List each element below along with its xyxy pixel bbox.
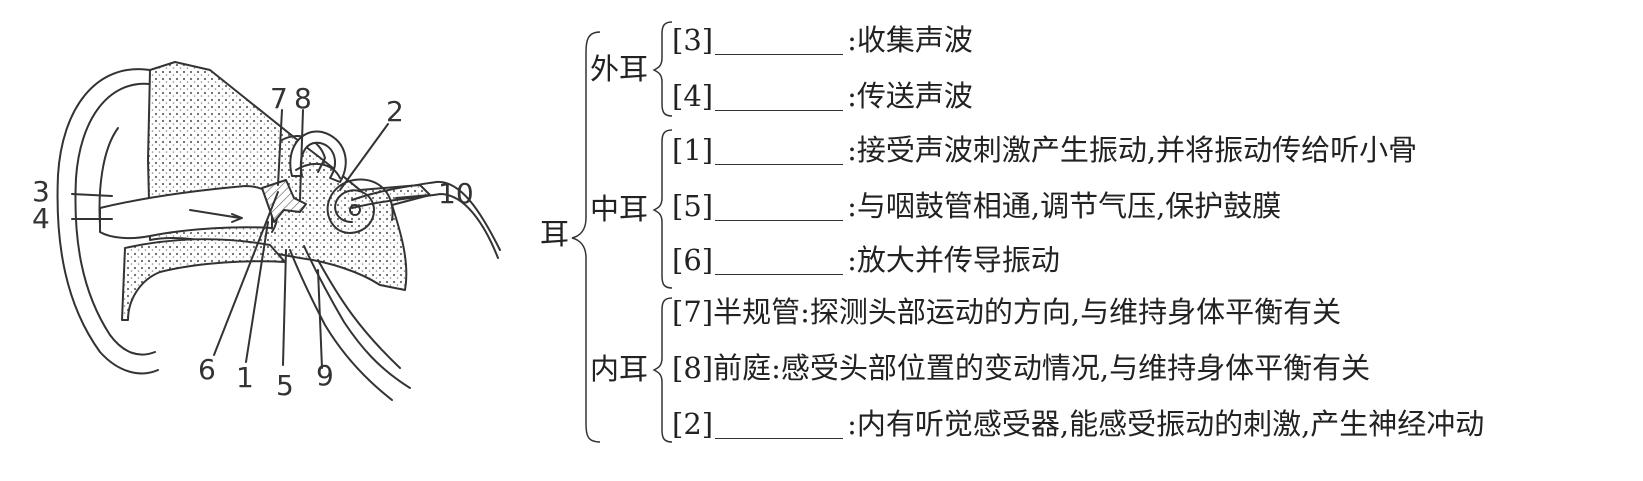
auditory-nerve (351, 180, 501, 251)
label-9: 9 (316, 359, 334, 392)
label-2: 2 (386, 95, 404, 128)
row-number: [8] (672, 351, 714, 385)
outline-row: [4] :传送声波 (672, 82, 973, 111)
group-inner-ear: 内耳 (590, 352, 649, 386)
row-description: :感受头部位置的变动情况,与维持身体平衡有关 (771, 351, 1371, 385)
answer-blank[interactable] (715, 138, 844, 165)
outline-row: [5] :与咽鼓管相通,调节气压,保护鼓膜 (672, 192, 1281, 221)
row-description: :探测头部运动的方向,与维持身体平衡有关 (800, 295, 1342, 329)
row-description: :与咽鼓管相通,调节气压,保护鼓膜 (847, 189, 1282, 223)
label-7: 7 (270, 82, 288, 115)
outline-row: [1] :接受声波刺激产生振动,并将振动传给听小骨 (672, 136, 1417, 165)
row-description: :收集声波 (847, 23, 973, 57)
label-6: 6 (198, 353, 216, 386)
row-description: :放大并传导振动 (847, 243, 1060, 277)
root-brace (571, 21, 673, 443)
root-label: 耳 (540, 217, 570, 251)
row-prefix: 前庭 (713, 351, 772, 385)
answer-blank[interactable] (715, 194, 844, 221)
outline-row: [3] :收集声波 (672, 26, 973, 55)
label-8: 8 (294, 82, 312, 115)
ear-diagram: 3 4 7 8 2 10 6 1 5 9 (0, 0, 540, 477)
label-10: 10 (438, 177, 474, 210)
group-middle-ear: 中耳 (590, 192, 649, 226)
label-3: 3 (32, 175, 50, 208)
row-number: [7] (672, 295, 714, 329)
row-number: [2] (672, 407, 714, 441)
label-4: 4 (32, 202, 50, 235)
label-1: 1 (236, 361, 254, 394)
semicircular-canals (289, 130, 347, 183)
group-outer-ear: 外耳 (590, 52, 649, 86)
row-number: [6] (672, 243, 714, 277)
row-prefix: 半规管 (713, 295, 801, 329)
outline-row: [7]半规管:探测头部运动的方向,与维持身体平衡有关 (672, 298, 1341, 327)
row-description: :内有听觉感受器,能感受振动的刺激,产生神经冲动 (847, 407, 1485, 441)
row-number: [1] (672, 133, 714, 167)
row-number: [3] (672, 23, 714, 57)
row-description: :接受声波刺激产生振动,并将振动传给听小骨 (847, 133, 1418, 167)
row-number: [5] (672, 189, 714, 223)
pinna (56, 68, 159, 375)
outline-row: [2] :内有听觉感受器,能感受振动的刺激,产生神经冲动 (672, 410, 1484, 439)
ossicles (261, 179, 307, 223)
ear-structure-outline: 耳 外耳 中耳 内耳 [3] :收集声波 [4] :传送声波 [1] :接受声波刺激产… (540, 0, 1643, 477)
answer-blank[interactable] (715, 248, 844, 275)
row-number: [4] (672, 79, 714, 113)
answer-blank[interactable] (715, 28, 844, 55)
row-description: :传送声波 (847, 79, 973, 113)
answer-blank[interactable] (715, 84, 844, 111)
cochlea (326, 178, 394, 234)
label-5: 5 (276, 369, 294, 402)
outline-row: [6] :放大并传导振动 (672, 246, 1060, 275)
ear-drawing (56, 61, 501, 401)
answer-blank[interactable] (715, 412, 844, 439)
outline-row: [8]前庭:感受头部位置的变动情况,与维持身体平衡有关 (672, 354, 1370, 383)
eustachian-tube (289, 249, 393, 401)
